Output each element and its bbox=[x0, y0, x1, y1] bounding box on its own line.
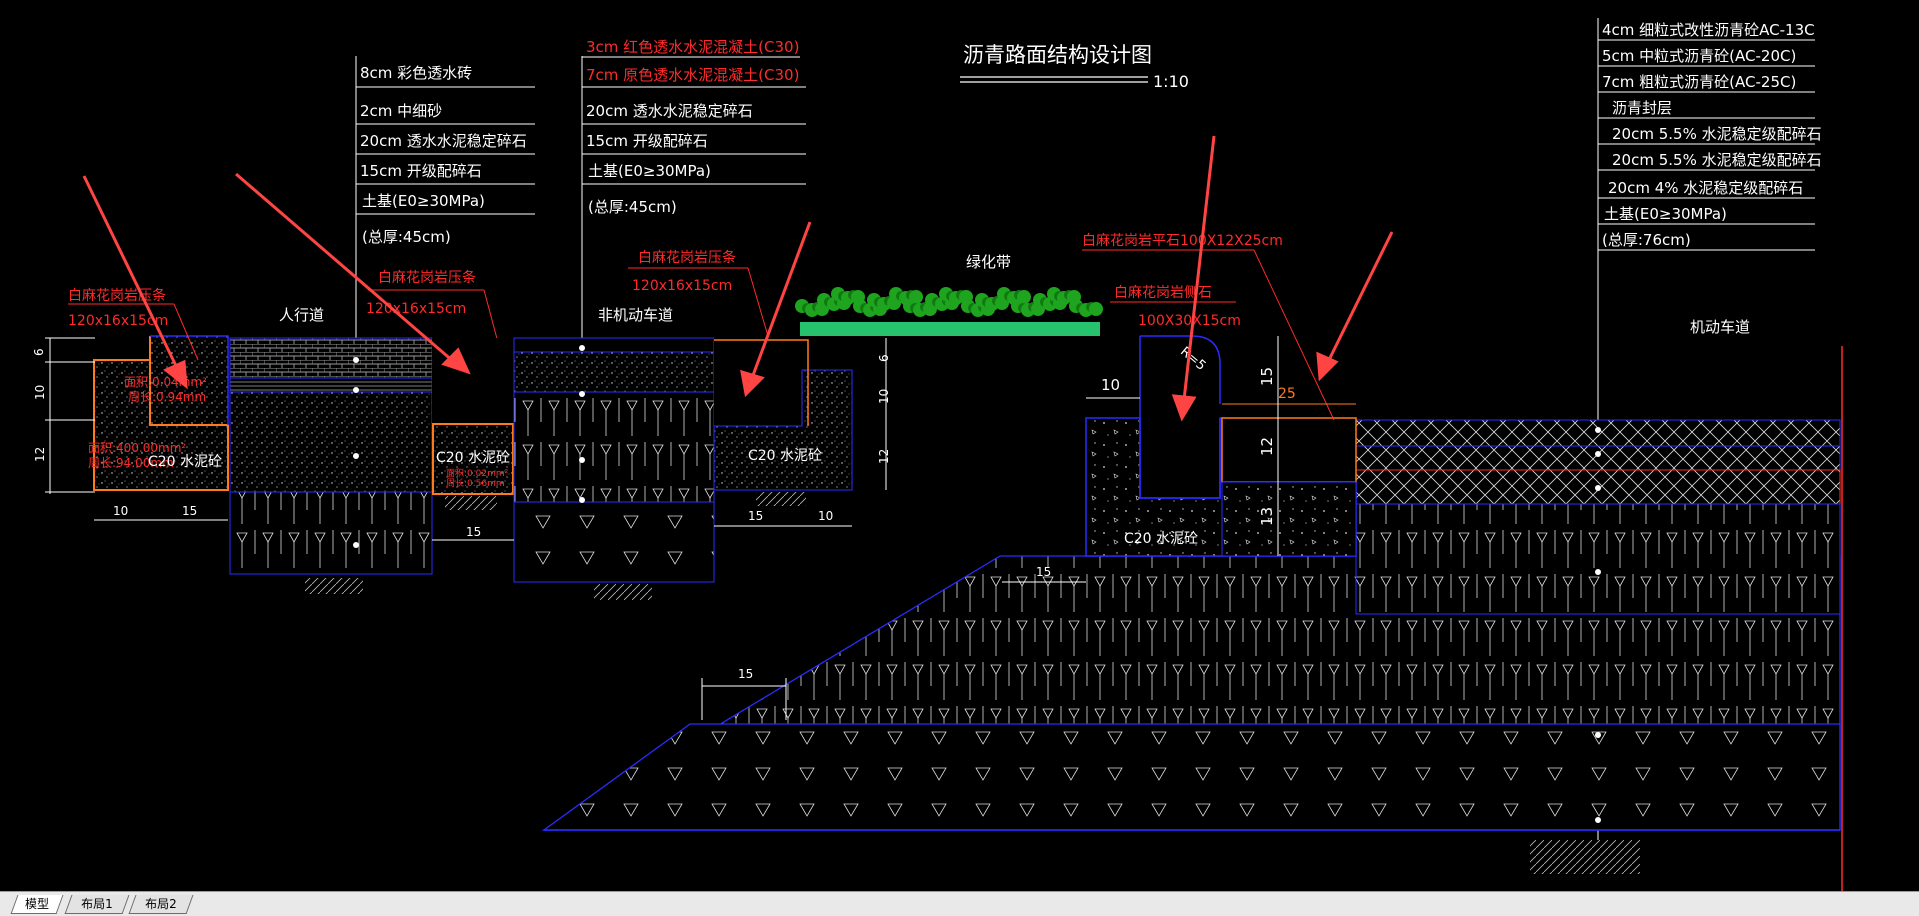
motor-structure[interactable] bbox=[541, 419, 1841, 874]
motor-layer-8: 土基(E0≥30MPa) bbox=[1604, 205, 1727, 223]
area-label-2: 面积:400.00mm² bbox=[88, 441, 186, 455]
annotation-arrows bbox=[82, 135, 1394, 422]
sidewalk-layer-5: 土基(E0≥30MPa) bbox=[362, 192, 485, 210]
tab-layout-2[interactable]: 布局2 bbox=[128, 895, 194, 914]
drawing-title: 沥青路面结构设计图 bbox=[963, 43, 1152, 67]
motor-layer-4: 沥青封层 bbox=[1612, 99, 1672, 117]
dimensions: 6 10 12 10 15 15 6 10 12 15 10 10 25 15 … bbox=[32, 336, 1356, 720]
layout-tab-bar: 模型 布局1 布局2 bbox=[0, 891, 1919, 916]
motor-layer-5: 20cm 5.5% 水泥稳定级配碎石 bbox=[1612, 125, 1822, 143]
dim-right-10: 10 bbox=[877, 389, 891, 404]
dim-left-10: 10 bbox=[33, 385, 47, 400]
bike-layer-5: 土基(E0≥30MPa) bbox=[588, 162, 711, 180]
concrete-label-4: C20 水泥砼 bbox=[1124, 531, 1198, 547]
sidewalk-legend: 8cm 彩色透水砖 2cm 中细砂 20cm 透水水泥稳定碎石 15cm 开级配… bbox=[355, 56, 535, 560]
dim-right-12: 12 bbox=[877, 449, 891, 464]
curb-5-size: 100X30X15cm bbox=[1138, 313, 1241, 329]
curb-3-size: 120x16x15cm bbox=[632, 278, 732, 294]
concrete-label-3: C20 水泥砼 bbox=[748, 448, 822, 464]
radius-label: R=5 bbox=[1177, 344, 1208, 374]
perimeter-label-2: 周长:94.00mm bbox=[88, 456, 174, 470]
bike-layer-2: 7cm 原色透水水泥混凝土(C30) bbox=[586, 66, 799, 84]
motor-legend: 4cm 细粒式改性沥青砼AC-13C 5cm 中粒式沥青砼(AC-20C) 7c… bbox=[1597, 18, 1822, 870]
perimeter-label-1: 周长:0.94mm bbox=[128, 390, 206, 404]
dim-green-12: 12 bbox=[1258, 437, 1276, 456]
curb-5-name: 白麻花岗岩侧石 bbox=[1114, 285, 1212, 301]
dim-green-25: 25 bbox=[1278, 386, 1296, 402]
bike-legend: 3cm 红色透水水泥混凝土(C30) 7cm 原色透水水泥混凝土(C30) 20… bbox=[581, 38, 806, 500]
sidewalk-layer-2: 2cm 中细砂 bbox=[360, 102, 442, 120]
bike-layer-6: (总厚:45cm) bbox=[588, 198, 677, 216]
dim-green-13: 13 bbox=[1258, 507, 1276, 526]
motor-layer-9: (总厚:76cm) bbox=[1602, 231, 1691, 249]
cad-drawing[interactable]: 沥青路面结构设计图 1:10 8cm 彩色透水砖 2cm 中细砂 20cm 透水… bbox=[0, 0, 1919, 891]
zone-motor: 机动车道 bbox=[1690, 318, 1750, 336]
legend-markers bbox=[353, 345, 1601, 823]
motor-layer-6: 20cm 5.5% 水泥稳定级配碎石 bbox=[1612, 151, 1822, 169]
curb-1-name: 白麻花岗岩压条 bbox=[68, 287, 166, 304]
dim-bike-10: 10 bbox=[818, 509, 833, 523]
curb-4-name: 白麻花岗岩平石100X12X25cm bbox=[1082, 233, 1283, 249]
zone-green: 绿化带 bbox=[966, 253, 1011, 271]
sidewalk-layer-3: 20cm 透水水泥稳定碎石 bbox=[360, 132, 527, 150]
motor-layer-3: 7cm 粗粒式沥青砼(AC-25C) bbox=[1602, 73, 1796, 91]
dim-bike-15: 15 bbox=[748, 509, 763, 523]
motor-layer-7: 20cm 4% 水泥稳定级配碎石 bbox=[1608, 179, 1803, 197]
middle-curb[interactable]: C20 水泥砼 面积:0.02mm² 周长:0.56mm bbox=[432, 338, 514, 510]
bike-structure[interactable] bbox=[513, 337, 715, 600]
curb-2-name: 白麻花岗岩压条 bbox=[378, 269, 476, 286]
sidewalk-layer-1: 8cm 彩色透水砖 bbox=[360, 64, 472, 82]
bike-right-curb[interactable]: C20 水泥砼 bbox=[713, 338, 853, 506]
area-label-1: 面积:0.04mm² bbox=[124, 375, 207, 389]
sidewalk-layer-4: 15cm 开级配碎石 bbox=[360, 162, 482, 180]
area-label-3: 面积:0.02mm² bbox=[446, 467, 509, 479]
curb-1-size: 120x16x15cm bbox=[68, 313, 168, 329]
drawing-scale: 1:10 bbox=[1153, 72, 1189, 91]
dim-lower-15: 15 bbox=[738, 667, 753, 681]
curb-2-size: 120x16x15cm bbox=[366, 301, 466, 317]
curb-3-name: 白麻花岗岩压条 bbox=[638, 249, 736, 266]
green-belt-curb[interactable]: C20 水泥砼 R=5 bbox=[1085, 335, 1357, 557]
dim-slope-15: 15 bbox=[1036, 565, 1051, 579]
perimeter-label-3: 周长:0.56mm bbox=[446, 477, 505, 489]
bike-layer-3: 20cm 透水水泥稳定碎石 bbox=[586, 102, 753, 120]
green-belt-hedge bbox=[795, 287, 1103, 336]
bike-layer-4: 15cm 开级配碎石 bbox=[586, 132, 708, 150]
bike-layer-1: 3cm 红色透水水泥混凝土(C30) bbox=[586, 38, 799, 56]
motor-layer-2: 5cm 中粒式沥青砼(AC-20C) bbox=[1602, 47, 1796, 65]
left-curb[interactable]: 面积:0.04mm² 周长:0.94mm 面积:400.00mm² 周长:94.… bbox=[88, 335, 229, 491]
dim-green-10: 10 bbox=[1101, 376, 1120, 394]
sidewalk-structure[interactable] bbox=[229, 337, 433, 594]
dim-right-6: 6 bbox=[877, 354, 891, 362]
dim-mid-15: 15 bbox=[466, 525, 481, 539]
zone-bike: 非机动车道 bbox=[598, 306, 673, 324]
concrete-label-2: C20 水泥砼 bbox=[436, 450, 510, 466]
dim-green-15: 15 bbox=[1258, 367, 1276, 386]
motor-layer-1: 4cm 细粒式改性沥青砼AC-13C bbox=[1602, 21, 1815, 39]
tab-model[interactable]: 模型 bbox=[10, 895, 64, 914]
sidewalk-layer-6: (总厚:45cm) bbox=[362, 228, 451, 246]
dim-left-6: 6 bbox=[32, 348, 46, 356]
drawing-canvas[interactable]: 沥青路面结构设计图 1:10 8cm 彩色透水砖 2cm 中细砂 20cm 透水… bbox=[0, 0, 1919, 891]
concrete-label-1: C20 水泥砼 bbox=[148, 454, 222, 470]
dim-left-12: 12 bbox=[33, 447, 47, 462]
zone-sidewalk: 人行道 bbox=[279, 306, 324, 324]
dim-bottom-10: 10 bbox=[113, 504, 128, 518]
tab-layout-1[interactable]: 布局1 bbox=[64, 895, 130, 914]
dim-bottom-15: 15 bbox=[182, 504, 197, 518]
